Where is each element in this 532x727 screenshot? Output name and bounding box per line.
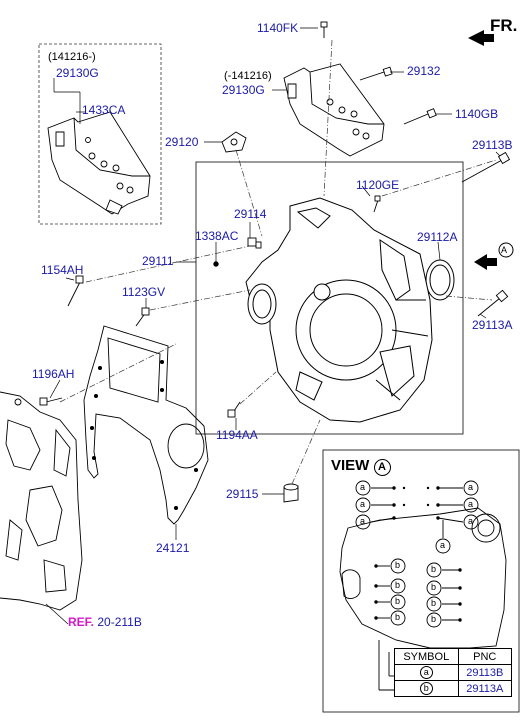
marker-b-8: b <box>431 614 437 624</box>
engine-block-drawing <box>0 391 83 611</box>
marker-b-6: b <box>431 582 437 592</box>
bracket-old-part-label[interactable]: 29130G <box>222 83 265 97</box>
gasket-24121-drawing <box>83 325 209 525</box>
bolt-1140fk-label[interactable]: 1140FK <box>257 21 299 35</box>
bolt-1123gv-icon <box>135 307 150 327</box>
marker-b-7: b <box>431 598 437 608</box>
bolt-1140gb-label[interactable]: 1140GB <box>455 107 499 121</box>
table-header-row: SYMBOL PNC <box>394 648 513 665</box>
plug-1338ac-icon <box>213 261 219 267</box>
bracket-old-date-label: (-141216) <box>224 70 272 82</box>
symbol-pnc-table: SYMBOL PNC a 29113B b 29113A <box>394 648 513 697</box>
dash-dot-lines <box>59 39 497 485</box>
new-bracket-frame <box>38 43 162 225</box>
bolt-1123gv-label[interactable]: 1123GV <box>122 285 166 299</box>
bolt-29132-icon <box>359 66 393 81</box>
gasket-24121-label[interactable]: 24121 <box>156 541 190 555</box>
view-a-title-text: VIEW <box>331 457 370 474</box>
engine-bracket-old-drawing <box>283 63 385 157</box>
marker-a-5: a <box>468 499 474 509</box>
bolt-29113b-icon <box>461 151 511 183</box>
table-header-symbol: SYMBOL <box>394 648 459 665</box>
sensor-29120-label[interactable]: 29120 <box>165 135 199 149</box>
view-a-title: VIEW A <box>331 457 391 476</box>
marker-a-1: a <box>360 482 366 492</box>
bracket-new-sub-label[interactable]: 1433CA <box>82 103 126 117</box>
part-29114-icon <box>247 237 262 249</box>
bolt-29113a-label[interactable]: 29113A <box>472 318 513 332</box>
ref-prefix: REF. <box>68 615 95 629</box>
bolt-1154ah-label[interactable]: 1154AH <box>41 263 84 277</box>
sensor-29120-icon <box>221 131 247 153</box>
bracket-new-part-label[interactable]: 29130G <box>56 66 99 80</box>
marker-b-4: b <box>395 612 401 622</box>
marker-a-6: a <box>468 516 474 526</box>
marker-a-2: a <box>360 499 366 509</box>
table-symbol-b: b <box>419 682 433 695</box>
marker-a-7: a <box>440 540 446 550</box>
bolt-1140gb-icon <box>403 108 437 125</box>
table-row: a 29113B <box>394 664 513 681</box>
plug-1338ac-label[interactable]: 1338AC <box>195 229 239 243</box>
engine-bracket-new-drawing <box>47 111 151 215</box>
table-pnc-b[interactable]: 29113A <box>457 680 513 697</box>
view-a-title-letter: A <box>373 459 391 476</box>
bolt-29132-label[interactable]: 29132 <box>407 64 441 78</box>
marker-a-3: a <box>360 516 366 526</box>
table-row: b 29113A <box>394 680 513 697</box>
cap-29115-icon <box>283 483 299 503</box>
bolt-1140fk-icon <box>320 21 328 38</box>
front-arrow-icon <box>468 30 494 46</box>
leader-lines <box>45 27 501 625</box>
marker-b-3: b <box>395 596 401 606</box>
front-indicator-label: FR. <box>490 16 518 35</box>
oil-seal-29112a-drawing <box>425 259 455 301</box>
bolt-1194aa-label[interactable]: 1194AA <box>216 428 258 442</box>
ref-link[interactable]: REF. 20-211B <box>68 616 142 629</box>
flywheel-housing-29111-drawing <box>245 197 433 423</box>
bolt-1120ge-icon <box>373 195 381 213</box>
table-header-pnc: PNC <box>457 648 513 665</box>
table-symbol-a: a <box>419 666 433 679</box>
marker-b-1: b <box>395 560 401 570</box>
part-29114-label[interactable]: 29114 <box>234 207 267 221</box>
ref-number: 20-211B <box>94 615 142 629</box>
marker-a-4: a <box>468 482 474 492</box>
bolt-1154ah-icon <box>67 275 84 307</box>
housing-29111-label[interactable]: 29111 <box>142 254 174 268</box>
bolt-1194aa-icon <box>227 401 241 418</box>
bolt-1196ah-icon <box>39 397 63 406</box>
seal-29112a-label[interactable]: 29112A <box>417 230 458 244</box>
view-a-arrow-icon <box>474 242 514 270</box>
housing-frame <box>195 161 464 435</box>
cap-29115-label[interactable]: 29115 <box>226 487 259 501</box>
bolt-29113a-icon <box>477 289 509 317</box>
marker-b-5: b <box>431 564 437 574</box>
view-a-housing-drawing <box>339 507 507 649</box>
view-a-arrow-letter: A <box>501 245 508 255</box>
bolt-1120ge-label[interactable]: 1120GE <box>356 178 400 192</box>
bolt-29113b-label[interactable]: 29113B <box>472 138 513 152</box>
view-a-markers <box>355 480 479 691</box>
table-pnc-a[interactable]: 29113B <box>457 664 513 681</box>
bolt-1196ah-label[interactable]: 1196AH <box>32 367 75 381</box>
marker-b-2: b <box>395 580 401 590</box>
view-a-frame <box>322 449 520 713</box>
bracket-new-date-label: (141216-) <box>48 51 96 63</box>
view-a-dots <box>374 486 462 622</box>
